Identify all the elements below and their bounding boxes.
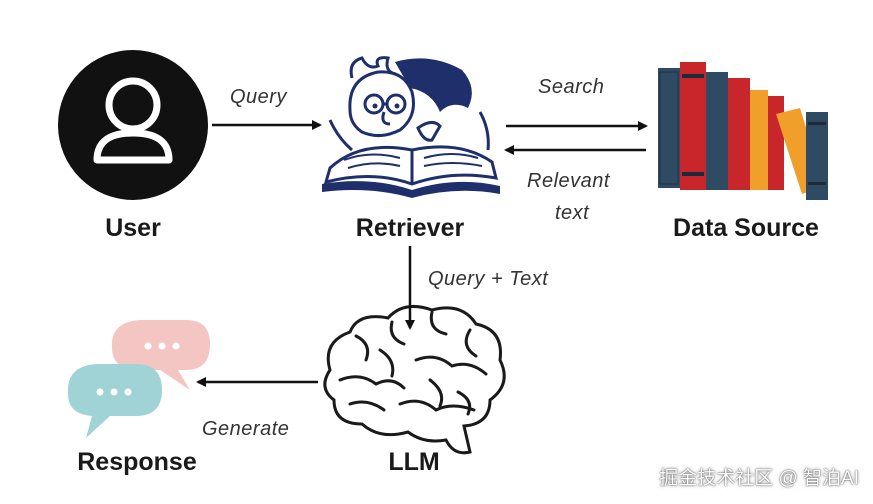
edge-label-search: Search: [538, 76, 605, 98]
reading-scholar-icon: [322, 56, 500, 198]
node-label-user: User: [105, 214, 161, 242]
user-avatar-icon: [58, 50, 208, 200]
edge-label-query-text: Query + Text: [428, 268, 549, 290]
chat-bubbles-icon: [67, 320, 210, 438]
node-label-retriever: Retriever: [355, 214, 465, 242]
books-icon: [658, 62, 828, 200]
node-label-data-source: Data Source: [673, 214, 819, 242]
edge-label-generate: Generate: [202, 418, 290, 440]
node-label-response: Response: [77, 448, 197, 476]
watermark: 掘金技术社区 @ 智泊AI: [659, 468, 859, 489]
brain-icon: [323, 304, 506, 455]
node-label-llm: LLM: [388, 448, 440, 476]
edge-label-text: text: [555, 202, 590, 224]
edge-label-query: Query: [230, 86, 287, 108]
edge-label-relevant: Relevant: [527, 170, 610, 192]
